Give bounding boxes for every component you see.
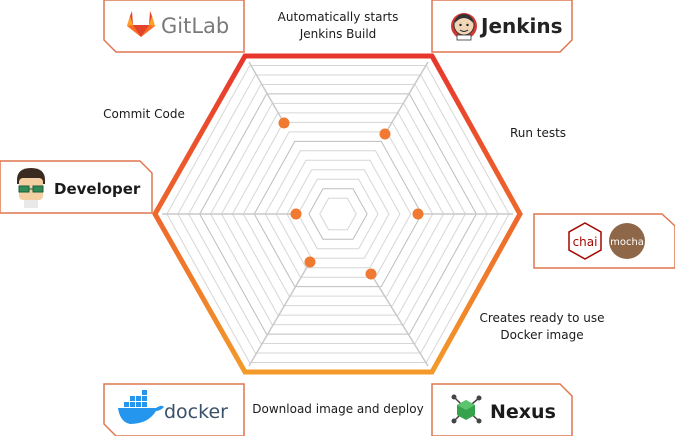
step-dot-docker [304,256,316,268]
hex-ring [286,169,390,259]
chai-icon: chai [568,222,602,260]
mocha-icon: mocha [609,223,645,259]
testing-box: chai mocha [533,213,675,269]
step-dot-nexus [365,268,377,280]
chai-label: chai [573,235,598,249]
nexus-box: Nexus [431,383,573,436]
label-commit-code: Commit Code [103,107,185,121]
connector-lines [162,61,513,367]
hexagon-outline [152,53,523,375]
step-dot-commit [278,117,290,129]
step-dot-jenkins [379,128,391,140]
hex-ring [319,197,357,231]
docker-box: docker [103,383,245,436]
hex-ring [297,178,379,250]
hex-ring [308,188,368,240]
docker-icon [118,390,164,424]
gitlab-icon [127,11,155,37]
step-dot-tests [412,208,424,220]
developer-icon [17,168,45,208]
jenkins-icon [451,13,477,41]
mocha-label: mocha [610,237,644,248]
nexus-icon [451,394,482,424]
label-run-tests: Run tests [509,126,567,140]
developer-label: Developer [54,180,141,198]
label-docker-image: Creates ready to use Docker image [472,310,612,344]
gitlab-label: GitLab [161,14,229,38]
label-auto-build: Automatically starts Jenkins Build [268,9,408,43]
docker-label: docker [164,401,228,423]
nexus-label: Nexus [490,401,556,423]
label-download-deploy: Download image and deploy [252,402,424,416]
gitlab-box: GitLab [103,0,245,53]
jenkins-box: Jenkins [431,0,573,53]
step-dots [278,117,424,280]
label-docker-image-line2: Docker image [500,328,584,342]
label-docker-image-line1: Creates ready to use [479,311,605,325]
developer-box: Developer [0,160,153,214]
step-dot-developer [290,208,302,220]
label-auto-build-line1: Automatically starts [277,10,399,24]
jenkins-label: Jenkins [479,14,563,38]
label-auto-build-line2: Jenkins Build [299,27,377,41]
